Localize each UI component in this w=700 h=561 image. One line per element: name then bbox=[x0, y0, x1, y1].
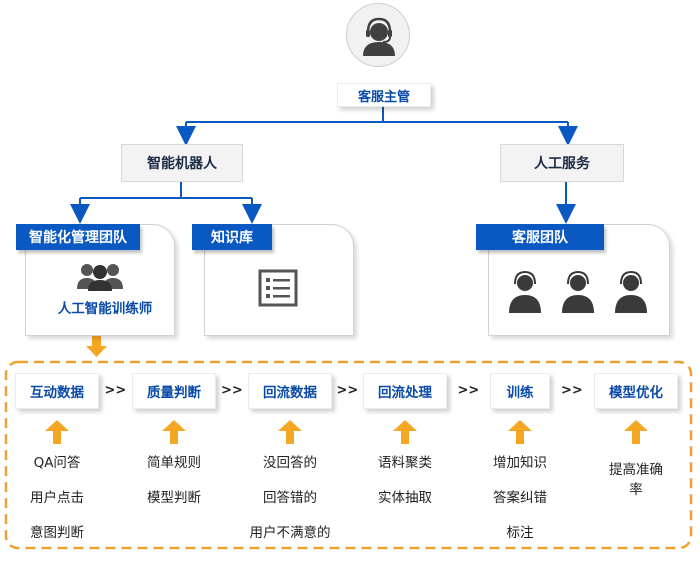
team-title: 智能化管理团队 bbox=[16, 224, 140, 250]
team-subtitle: 人工智能训练师 bbox=[57, 301, 153, 317]
stage-2: 质量判断 bbox=[132, 373, 216, 409]
ai-robot-label: 智能机器人 bbox=[121, 144, 243, 182]
supervisor-label: 客服主管 bbox=[337, 83, 431, 107]
stage-5-note: 答案纠错 bbox=[493, 490, 547, 506]
stage-2-note: 模型判断 bbox=[147, 490, 201, 506]
stage-1: 互动数据 bbox=[15, 373, 99, 409]
stage-4-note: 语料聚类 bbox=[378, 455, 432, 471]
human-service-label: 人工服务 bbox=[500, 144, 624, 182]
up-arrow-icon bbox=[393, 420, 417, 444]
stage-6-note: 提高准确 bbox=[609, 462, 663, 478]
stage-6: 模型优化 bbox=[594, 373, 678, 409]
supervisor-avatar bbox=[346, 3, 410, 67]
flow-separator: >> bbox=[104, 383, 127, 398]
up-arrow-icon bbox=[162, 420, 186, 444]
knowledge-base-title: 知识库 bbox=[192, 224, 272, 250]
flow-separator: >> bbox=[457, 383, 480, 398]
stage-4: 回流处理 bbox=[363, 373, 447, 409]
stage-1-note: 意图判断 bbox=[30, 525, 84, 541]
stage-5: 训练 bbox=[490, 373, 550, 409]
stage-1-note: QA问答 bbox=[33, 455, 81, 471]
service-team-title: 客服团队 bbox=[476, 224, 604, 250]
agents-icon bbox=[509, 270, 647, 313]
up-arrow-icon bbox=[278, 420, 302, 444]
up-arrow-icon bbox=[508, 420, 532, 444]
flow-separator: >> bbox=[561, 383, 583, 398]
headset-agent-icon bbox=[363, 17, 395, 56]
stage-4-note: 实体抽取 bbox=[378, 490, 432, 506]
stage-3: 回流数据 bbox=[248, 373, 332, 409]
stage-5-note: 标注 bbox=[506, 525, 534, 541]
team-group-icon bbox=[77, 264, 123, 291]
stage-3-note: 回答错的 bbox=[263, 490, 317, 506]
flow-separator: >> bbox=[336, 383, 359, 398]
stage-3-note: 用户不满意的 bbox=[249, 525, 331, 541]
flow-separator: >> bbox=[221, 383, 243, 398]
stage-1-note: 用户点击 bbox=[30, 490, 84, 506]
stage-5-note: 增加知识 bbox=[493, 455, 547, 471]
stage-2-note: 简单规则 bbox=[147, 455, 201, 471]
document-list-icon bbox=[258, 269, 298, 307]
stage-6-note: 率 bbox=[629, 482, 643, 498]
up-arrow-icon bbox=[45, 420, 69, 444]
stage-3-note: 没回答的 bbox=[263, 455, 317, 471]
up-arrow-icon bbox=[624, 420, 648, 444]
